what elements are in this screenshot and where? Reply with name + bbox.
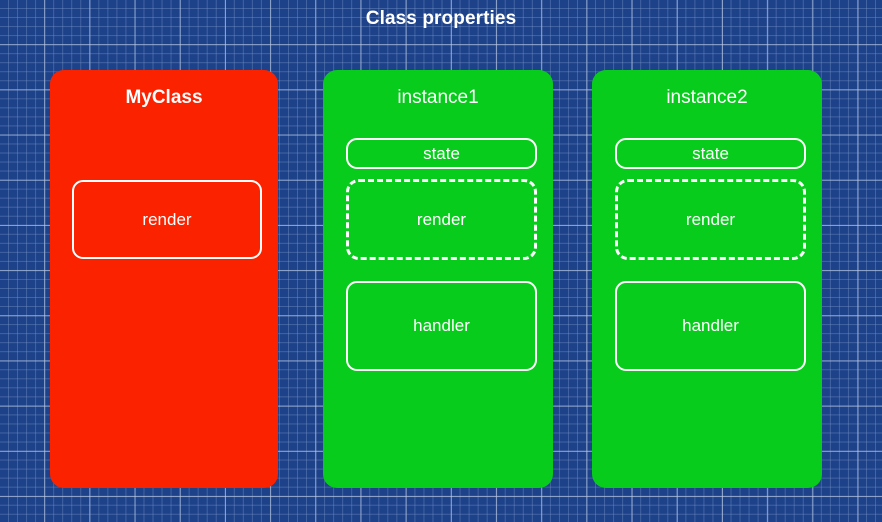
member-box-render[interactable]: render	[615, 179, 806, 260]
member-box-render[interactable]: render	[72, 180, 262, 259]
instance-card-instance1[interactable]: instance1 state render handler	[323, 70, 553, 488]
class-card-myclass[interactable]: MyClass render	[50, 70, 278, 488]
member-label-render: render	[416, 209, 467, 229]
member-box-handler[interactable]: handler	[346, 281, 537, 371]
member-label-render: render	[142, 209, 192, 229]
member-box-state[interactable]: state	[615, 138, 806, 169]
card-title-instance2: instance2	[666, 87, 748, 108]
card-title-instance1: instance1	[397, 87, 479, 108]
member-label-state: state	[692, 143, 729, 163]
instance-card-instance2[interactable]: instance2 state render handler	[592, 70, 822, 488]
card-title-myclass: MyClass	[125, 87, 203, 108]
member-label-handler: handler	[413, 316, 470, 335]
member-box-state[interactable]: state	[346, 138, 537, 169]
member-label-state: state	[423, 143, 460, 163]
page-title: Class properties	[365, 8, 517, 29]
member-label-render: render	[685, 209, 736, 229]
member-box-render[interactable]: render	[346, 179, 537, 260]
member-box-handler[interactable]: handler	[615, 281, 806, 371]
member-label-handler: handler	[682, 316, 739, 335]
